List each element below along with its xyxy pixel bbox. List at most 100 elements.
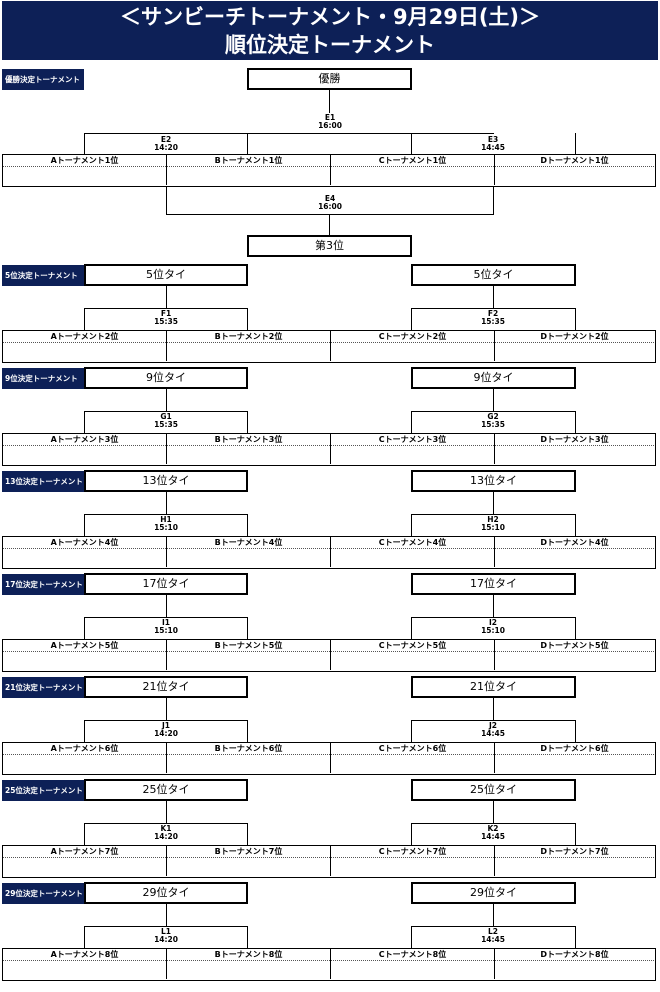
team-slot: Bトーナメント6位 (166, 743, 330, 773)
bracket-line (84, 720, 248, 721)
team-slot-name: Aトーナメント2位 (3, 331, 166, 343)
team-slot-name: Cトーナメント6位 (331, 743, 494, 755)
rank-box-left: 25位タイ (84, 779, 248, 801)
bracket-line (493, 595, 494, 617)
bracket-line (329, 90, 330, 113)
rank-box-right: 9位タイ (411, 367, 576, 389)
team-slot: Aトーナメント8位 (3, 949, 166, 979)
bracket-line (84, 823, 248, 824)
bracket-line (493, 389, 494, 411)
bracket-line (575, 617, 576, 639)
team-slot: Cトーナメント1位 (330, 155, 494, 185)
match-code: L1 (161, 927, 171, 936)
match-time: 14:45 (481, 832, 505, 841)
match-time: 15:35 (481, 317, 505, 326)
bracket-line (411, 617, 576, 618)
bracket-line (493, 286, 494, 308)
match-label-final: E1 16:00 (300, 114, 360, 130)
match-code: G1 (160, 412, 172, 421)
team-slot: Bトーナメント1位 (166, 155, 330, 185)
page-subtitle: 順位決定トーナメント (225, 33, 435, 57)
section-label: 17位決定トーナメント (2, 574, 84, 595)
match-time: 15:35 (154, 420, 178, 429)
team-slot-name: Dトーナメント3位 (495, 434, 654, 446)
bracket-line (166, 595, 167, 617)
bracket-line (84, 133, 85, 154)
team-slot: Cトーナメント5位 (330, 640, 494, 670)
team-slot-name: Dトーナメント5位 (495, 640, 654, 652)
team-slot-name: Cトーナメント5位 (331, 640, 494, 652)
match-label-semi-right: E3 14:45 (463, 136, 523, 152)
section-label: 21位決定トーナメント (2, 677, 84, 698)
bracket-line (411, 823, 412, 845)
bracket-line (84, 411, 248, 412)
bracket-line (247, 823, 248, 845)
bracket-line (247, 617, 248, 639)
bracket-line (411, 720, 412, 742)
match-time: 15:35 (481, 420, 505, 429)
bracket-line (247, 926, 248, 948)
team-slot: Cトーナメント6位 (330, 743, 494, 773)
bracket-line (84, 411, 85, 433)
match-code: I1 (161, 618, 170, 627)
team-slot-name: Bトーナメント8位 (167, 949, 330, 961)
bracket-line (84, 514, 85, 536)
team-slot-name: Aトーナメント5位 (3, 640, 166, 652)
bracket-line (575, 411, 576, 433)
team-slot: Bトーナメント4位 (166, 537, 330, 567)
bracket-line (411, 514, 412, 536)
team-slot-name: Bトーナメント3位 (167, 434, 330, 446)
match-code: K2 (487, 824, 499, 833)
team-slot: Cトーナメント2位 (330, 331, 494, 361)
team-slot-name: Dトーナメント8位 (495, 949, 654, 961)
team-slot: Dトーナメント8位 (494, 949, 654, 979)
team-slot: Aトーナメント2位 (3, 331, 166, 361)
match-time: 14:45 (481, 935, 505, 944)
team-slot-name: Dトーナメント2位 (495, 331, 654, 343)
team-slot: Aトーナメント4位 (3, 537, 166, 567)
rank-box-right: 21位タイ (411, 676, 576, 698)
team-slot: Aトーナメント3位 (3, 434, 166, 464)
match-time: 16:00 (318, 121, 342, 130)
section-label: 13位決定トーナメント (2, 471, 84, 492)
team-slot-name: Aトーナメント3位 (3, 434, 166, 446)
rank-box-right: 5位タイ (411, 264, 576, 286)
team-slot: Bトーナメント5位 (166, 640, 330, 670)
team-slot: Aトーナメント5位 (3, 640, 166, 670)
team-slot: Cトーナメント7位 (330, 846, 494, 876)
team-slot: Dトーナメント3位 (494, 434, 654, 464)
bracket-line (166, 904, 167, 926)
team-slot-name: Cトーナメント3位 (331, 434, 494, 446)
page-title: ＜サンビーチトーナメント・9月29日(土)＞ (119, 5, 541, 29)
team-slot: Dトーナメント7位 (494, 846, 654, 876)
match-code: E3 (487, 135, 499, 144)
bracket-line (493, 492, 494, 514)
team-slot-name: Cトーナメント7位 (331, 846, 494, 858)
team-slot-name: Bトーナメント7位 (167, 846, 330, 858)
match-code: F2 (487, 309, 499, 318)
rank-box-left: 17位タイ (84, 573, 248, 595)
match-time: 15:10 (154, 523, 178, 532)
bracket-line (84, 720, 85, 742)
bracket-line (84, 617, 248, 618)
bracket-line (166, 389, 167, 411)
match-time: 16:00 (318, 202, 342, 211)
team-slot: Dトーナメント5位 (494, 640, 654, 670)
bracket-line (411, 514, 576, 515)
rank-box-left: 29位タイ (84, 882, 248, 904)
bracket-line (411, 823, 576, 824)
bracket-line (247, 133, 248, 154)
bracket-line (247, 720, 248, 742)
bracket-line (411, 308, 412, 330)
team-slot-name: Cトーナメント8位 (331, 949, 494, 961)
